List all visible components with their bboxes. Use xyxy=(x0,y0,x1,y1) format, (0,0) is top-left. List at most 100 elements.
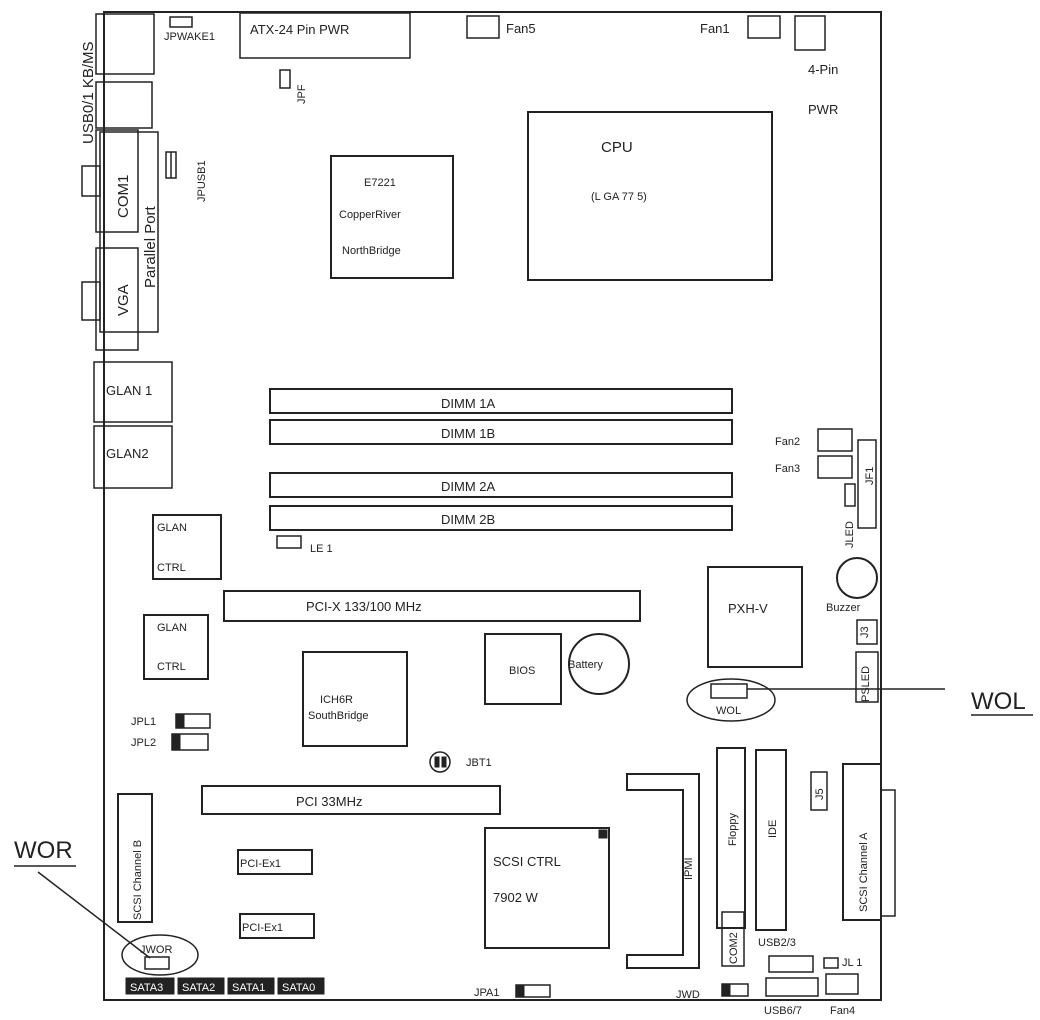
4pin-label: 4-Pin xyxy=(808,62,838,77)
jf1-label: JF1 xyxy=(864,467,876,485)
ide-label: IDE xyxy=(767,820,779,838)
southbridge-chip xyxy=(302,651,408,747)
cpu-label: CPU xyxy=(601,139,633,156)
sata0-label: SATA0 xyxy=(282,982,315,994)
usb01-kbms-label: USB0/1 KB/MS xyxy=(80,41,97,144)
southbridge-model: ICH6R xyxy=(320,694,353,706)
battery-label: Battery xyxy=(568,659,603,671)
j3-label: J3 xyxy=(859,626,871,638)
cpu-socket-label: (L GA 77 5) xyxy=(591,191,647,203)
jpl1-label: JPL1 xyxy=(131,716,156,728)
vga-label: VGA xyxy=(115,284,132,316)
sata2-port xyxy=(177,977,225,995)
jled-label: JLED xyxy=(844,521,856,548)
usb-kbms-port xyxy=(95,13,155,75)
ipmi-label: IPMI xyxy=(683,857,695,880)
wor-callout-line xyxy=(37,871,151,959)
glan1-port xyxy=(93,361,173,423)
pxh-v-label: PXH-V xyxy=(728,601,768,616)
fan5-header xyxy=(466,15,500,39)
dimm-2a-label: DIMM 2A xyxy=(441,479,496,494)
northbridge-name: CopperRiver xyxy=(339,209,401,221)
jpl2-label: JPL2 xyxy=(131,737,156,749)
fan5-label: Fan5 xyxy=(506,21,536,36)
com2-label: COM2 xyxy=(728,932,740,964)
fan4-label: Fan4 xyxy=(830,1005,855,1017)
jpwake1-label: JPWAKE1 xyxy=(164,31,215,43)
sata2-label: SATA2 xyxy=(182,982,215,994)
vga-shell xyxy=(95,247,139,351)
jled-header xyxy=(844,483,856,507)
sata0-port xyxy=(277,977,325,995)
dimm-1a-slot xyxy=(269,388,733,414)
buzzer xyxy=(836,557,878,599)
le1-label: LE 1 xyxy=(310,543,333,555)
parallel-port-label: Parallel Port xyxy=(142,205,159,288)
dimm-1a-label: DIMM 1A xyxy=(441,396,496,411)
battery xyxy=(568,633,630,695)
vga-flange xyxy=(81,281,101,321)
pci-ex1-slot-a xyxy=(237,849,313,875)
pci-33mhz-slot xyxy=(201,785,501,815)
ide-connector xyxy=(755,749,787,931)
fan2-header xyxy=(817,428,853,452)
scsi-controller-chip xyxy=(484,827,610,949)
atx-power-label: ATX-24 Pin PWR xyxy=(250,22,349,37)
usb-port-lower xyxy=(95,81,153,129)
glan-controller-2 xyxy=(143,614,209,680)
glan-ctrl-1-bottom: CTRL xyxy=(157,562,186,574)
scsi-ctrl-model: 7902 W xyxy=(493,890,539,905)
jpf-jumper xyxy=(279,69,291,89)
scsi-channel-a-flange xyxy=(880,789,896,917)
atx-24pin-power-connector xyxy=(239,12,411,59)
fan1-label: Fan1 xyxy=(700,21,730,36)
j5-header xyxy=(810,771,828,811)
sata1-label: SATA1 xyxy=(232,982,265,994)
psled-label: PSLED xyxy=(860,666,872,702)
glan-ctrl-1-top: GLAN xyxy=(157,522,187,534)
sata3-port xyxy=(125,977,175,995)
glan-controller-1 xyxy=(152,514,222,580)
jpusb1-label: JPUSB1 xyxy=(196,160,208,202)
glan1-label: GLAN 1 xyxy=(106,383,152,398)
bios-label: BIOS xyxy=(509,665,535,677)
com1-flange xyxy=(81,165,101,197)
pwr-label: PWR xyxy=(808,102,838,117)
southbridge-label: SouthBridge xyxy=(308,710,369,722)
wor-callout-label: WOR xyxy=(14,837,73,864)
glan2-port xyxy=(93,425,173,489)
ipmi-slot xyxy=(626,773,700,969)
scsi-channel-a-label: SCSI Channel A xyxy=(858,832,870,912)
floppy-connector xyxy=(716,747,746,929)
wol-header xyxy=(710,683,748,699)
wol-highlight-ellipse xyxy=(686,678,776,722)
dimm-1b-label: DIMM 1B xyxy=(441,426,495,441)
jpf-label: JPF xyxy=(296,84,308,104)
jl1-label: JL 1 xyxy=(842,957,862,969)
fan3-header xyxy=(817,455,853,479)
fan1-header xyxy=(747,15,781,39)
glan2-label: GLAN2 xyxy=(106,446,149,461)
cpu-socket xyxy=(527,111,773,281)
jpa1-label: JPA1 xyxy=(474,987,499,999)
j3-header xyxy=(856,619,878,645)
wol-callout-label: WOL xyxy=(971,688,1026,715)
jwd-label: JWD xyxy=(676,989,700,1001)
com1-parallel-shell xyxy=(95,129,139,233)
jbt1-jumper xyxy=(429,751,451,773)
psled-header xyxy=(855,651,879,703)
dimm-2a-slot xyxy=(269,472,733,498)
buzzer-label: Buzzer xyxy=(826,602,861,614)
floppy-label: Floppy xyxy=(727,812,739,846)
usb67-header xyxy=(765,977,819,997)
com1-label: COM1 xyxy=(115,175,132,218)
northbridge-chip xyxy=(330,155,454,279)
scsi-channel-b-connector xyxy=(117,793,153,923)
jwor-highlight-ellipse xyxy=(121,934,199,976)
pxh-v-chip xyxy=(707,566,803,668)
usb23-header xyxy=(768,955,814,973)
pci-ex1-a-label: PCI-Ex1 xyxy=(240,858,281,870)
scsi-channel-b-label: SCSI Channel B xyxy=(132,840,144,920)
northbridge-label: NorthBridge xyxy=(342,245,401,257)
